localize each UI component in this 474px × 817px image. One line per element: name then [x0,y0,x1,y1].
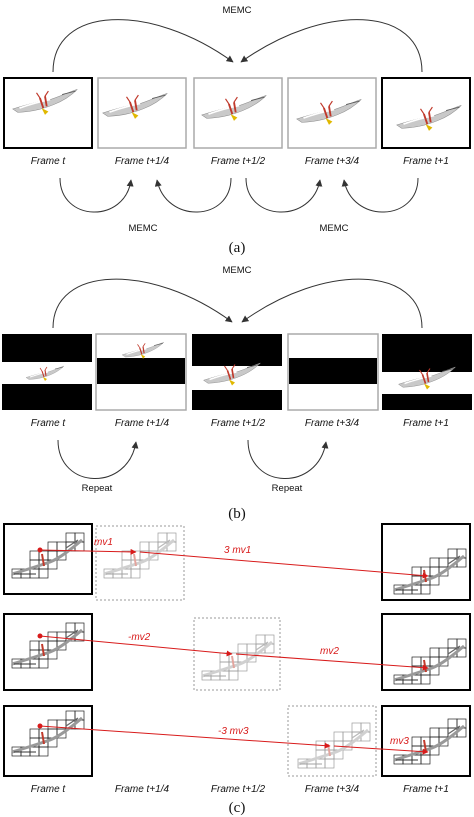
bottom-arc-label-left: MEMC [128,223,157,234]
mv-label-2b: mv2 [320,646,339,657]
bottom-arc-2 [154,177,232,213]
caption-c: (c) [229,800,246,816]
frame-b-4 [382,334,472,410]
mv-line-3b [333,745,429,755]
frame-b-label-4: Frame t+1 [403,418,449,429]
frame-c-label-0: Frame t [31,784,67,795]
frame-a-label-4: Frame t+1 [403,156,449,167]
frame-b-label-3: Frame t+3/4 [305,418,360,429]
mv-label-3a: -3 mv3 [218,726,249,737]
top-arc-label: MEMC [222,5,251,16]
frame-b-3 [287,333,379,411]
frame-b-label-2: Frame t+1/2 [211,418,266,429]
mv-line-3 [39,725,331,749]
repeat-arc-1 [57,439,139,479]
mv-label-1b: 3 mv1 [224,545,251,556]
mv-line-2b [235,653,429,671]
top-arc-right-b [241,278,423,329]
frame-a-label-0: Frame t [31,156,67,167]
caption-b: (b) [228,506,246,522]
frame-c-label-4: Frame t+1 [403,784,449,795]
panel-c: mv1 3 mv1 -mv2 mv2 [3,523,471,816]
mv-label-1a: mv1 [94,537,113,548]
frame-c-label-3: Frame t+3/4 [305,784,360,795]
mv-label-2a: -mv2 [128,632,151,643]
frame-a-label-1: Frame t+1/4 [115,156,170,167]
frame-a-0 [3,77,93,149]
mv-line-2 [39,635,233,657]
top-arc-left-b [52,278,233,329]
frame-c-label-1: Frame t+1/4 [115,784,170,795]
panel-b: MEMC Frame t Fram [2,261,472,522]
frame-c2-left [3,613,93,691]
bottom-arc-1 [59,177,134,213]
frame-b-2 [192,334,282,410]
row-3: -3 mv3 mv3 [3,705,471,777]
frame-b-label-0: Frame t [31,418,67,429]
frame-b-1 [95,333,187,411]
frame-a-label-2: Frame t+1/2 [211,156,266,167]
repeat-label-left: Repeat [82,483,113,494]
repeat-label-right: Repeat [272,483,303,494]
repeat-arc-2 [247,439,329,479]
frame-b-0 [2,334,92,410]
panel-a: MEMC Frame t Frame t+1/4 Frame t+1/2 Fra… [3,0,471,256]
frame-b-label-1: Frame t+1/4 [115,418,170,429]
mv-line-1b [139,551,429,579]
mv-label-3b: mv3 [390,736,409,747]
bottom-arc-4 [341,177,419,213]
top-arc-left [52,19,234,73]
top-arc-right [240,19,423,73]
row-1: mv1 3 mv1 [3,523,471,601]
row-2: -mv2 mv2 [3,613,471,691]
bottom-arc-label-right: MEMC [319,223,348,234]
frame-a-label-3: Frame t+3/4 [305,156,360,167]
mv-line-1 [39,548,137,555]
top-arc-label-b: MEMC [222,265,251,276]
frame-c-label-2: Frame t+1/2 [211,784,266,795]
caption-a: (a) [229,240,246,256]
bottom-arc-3 [245,177,323,213]
frame-a-4 [381,77,471,149]
